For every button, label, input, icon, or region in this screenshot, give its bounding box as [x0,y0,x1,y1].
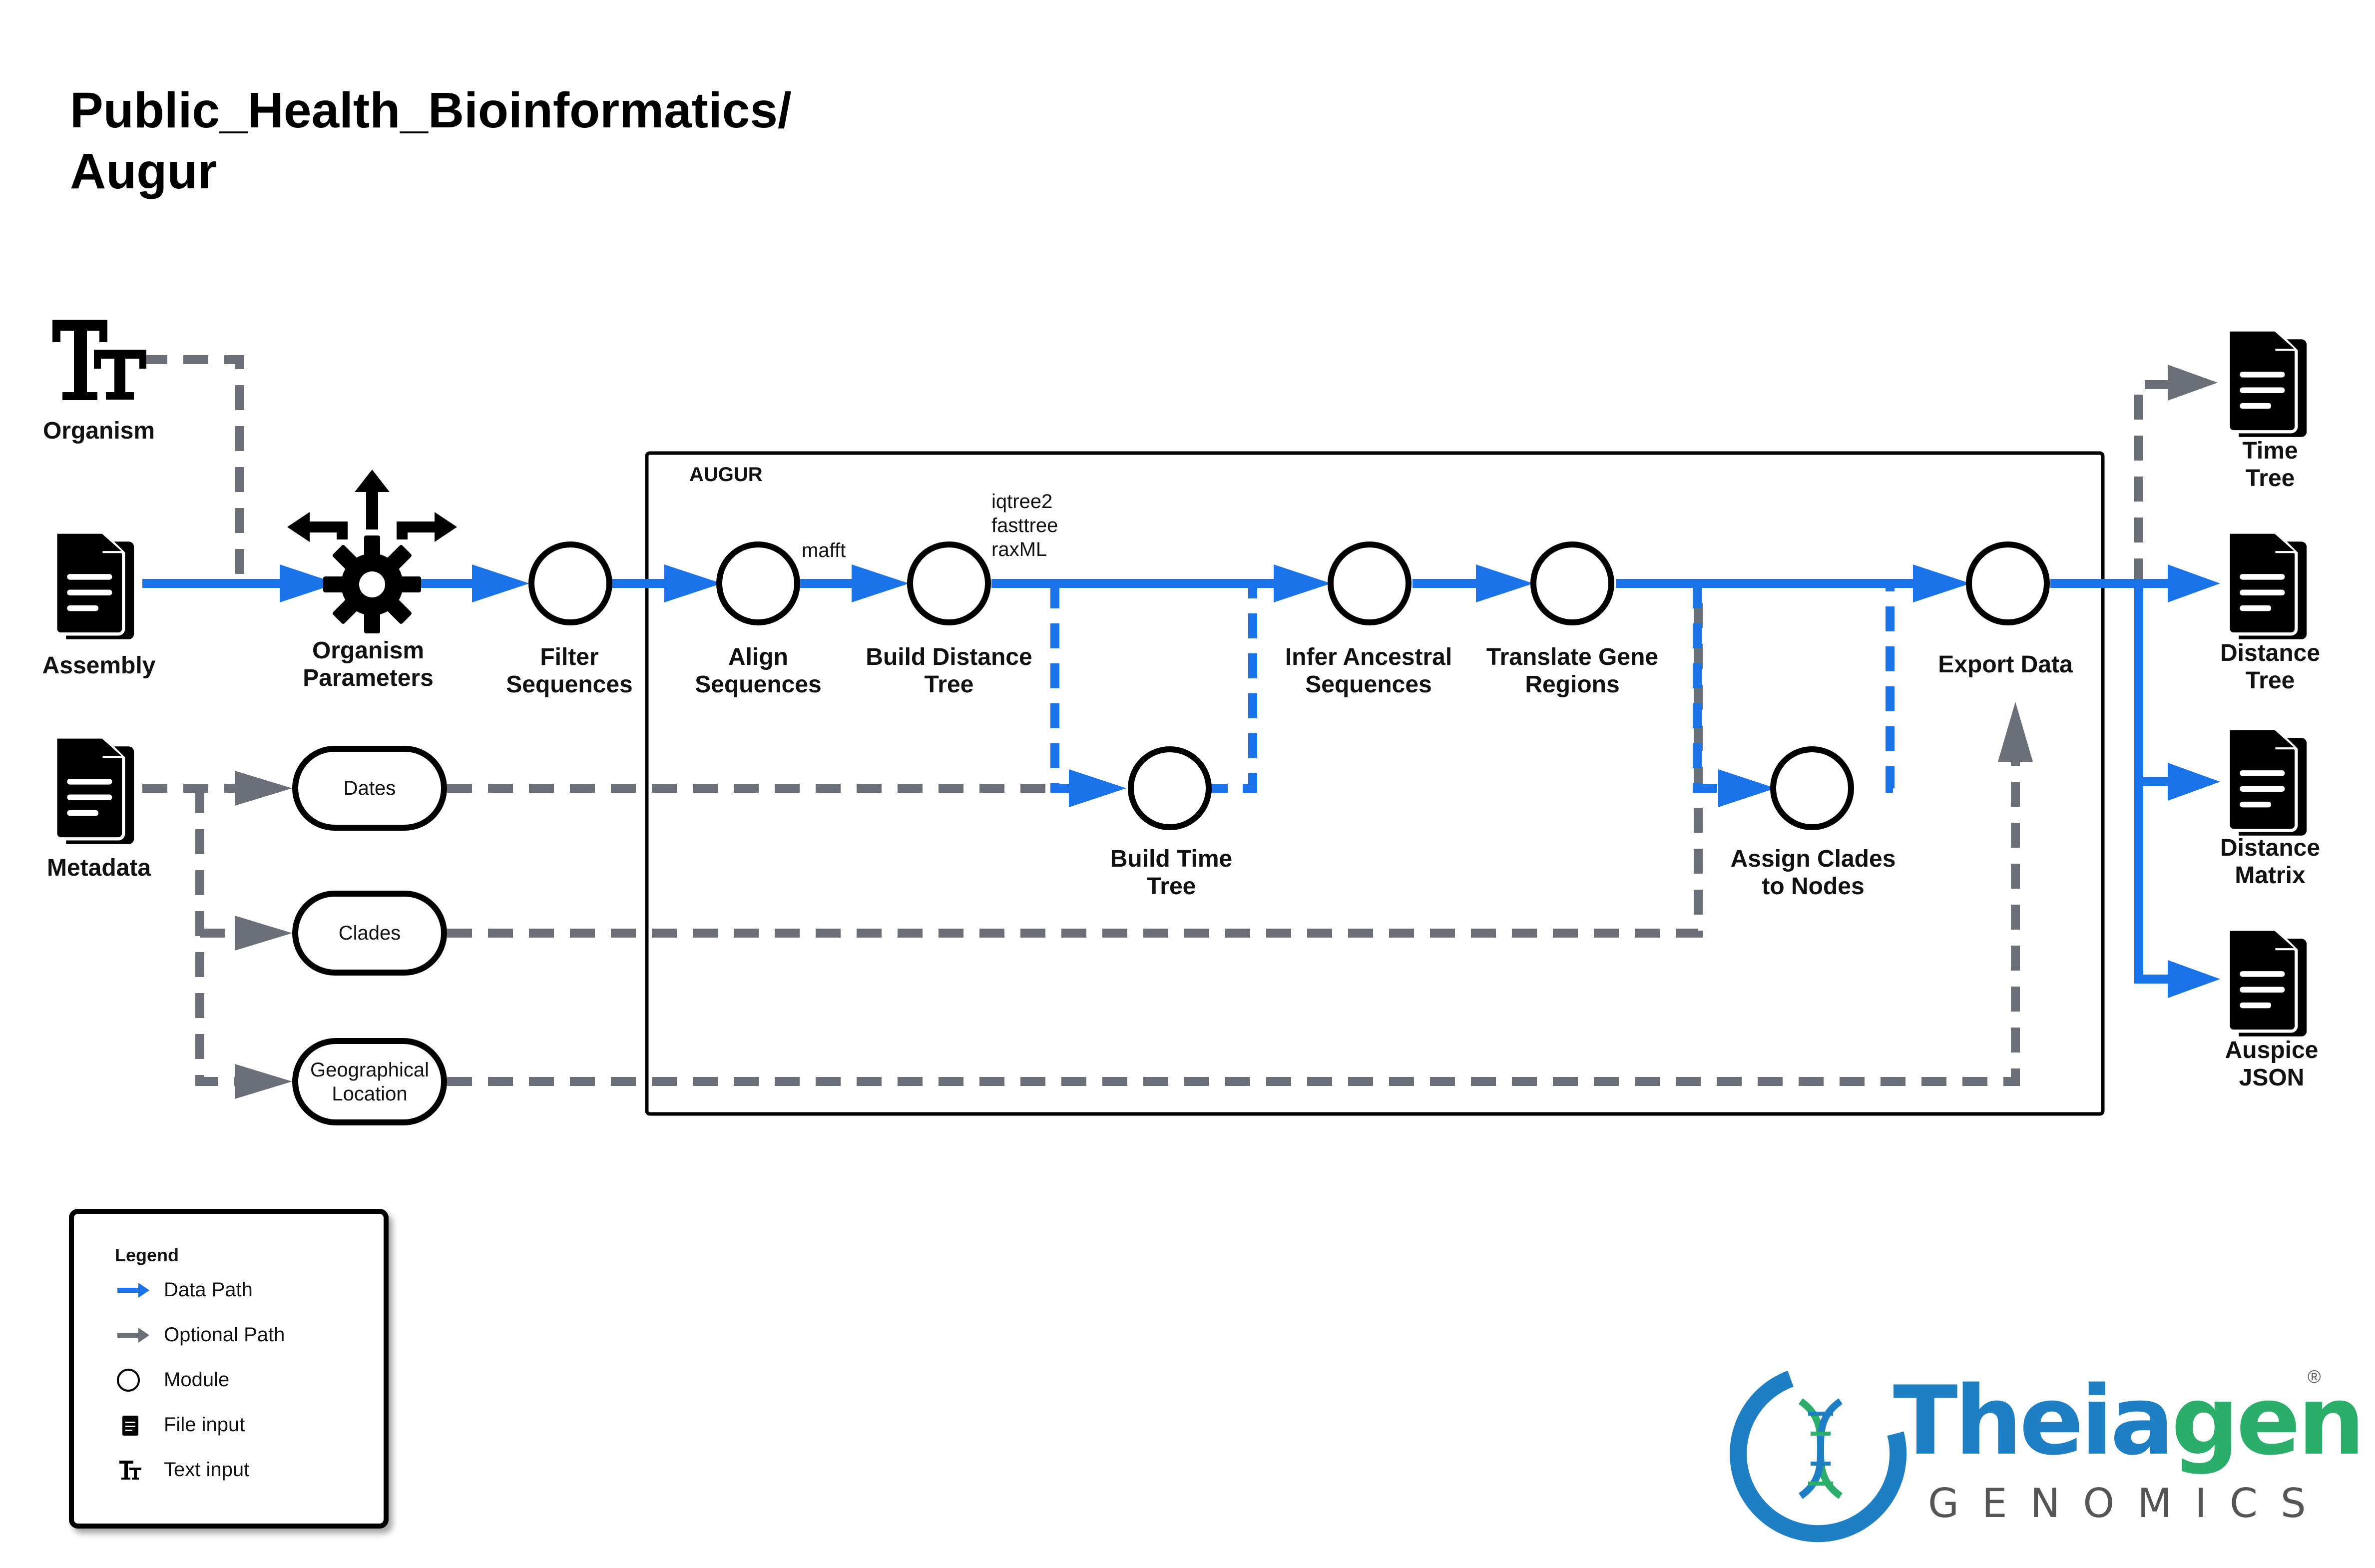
infer-ancestral-label: Infer Ancestral Sequences [1285,644,1452,698]
legend-title: Legend [115,1245,179,1265]
build-time-module[interactable] [1128,746,1212,830]
distance-tree-output-label: Distance Tree [2220,640,2321,694]
theiagen-logo: Theiagen GENOMICS ® [1743,1364,2365,1534]
filter-module[interactable] [528,541,612,625]
augur-box-title: AUGUR [689,464,763,486]
export-to-time-tree-output-path [2134,380,2168,583]
legend-module: Module [74,1364,374,1399]
clades-field[interactable]: Clades [292,891,447,976]
logo-wordmark: Theiagen [1893,1374,2365,1469]
legend-file-input: File input [74,1409,374,1444]
legend-file-input-label: File input [164,1414,245,1436]
legend-data-path-label: Data Path [164,1279,253,1301]
distance-to-time-tree-path [1050,583,1074,793]
translate-label: Translate Gene Regions [1486,644,1659,698]
document-icon [122,1416,138,1436]
optional-arrowheads [235,365,2218,1099]
legend-module-label: Module [164,1369,230,1391]
modules [528,541,2050,830]
metadata-branch-path [195,788,235,1086]
build-distance-label: Build Distance Tree [866,644,1032,698]
blue-arrow-icon [117,1283,149,1298]
circle-icon [117,1369,140,1392]
distance-matrix-document-icon [2228,728,2307,835]
auspice-json-document-icon [2228,929,2307,1036]
data-arrowheads [280,564,2220,998]
logo-subtitle: GENOMICS [1928,1480,2329,1527]
infer-ancestral-module[interactable] [1328,541,1412,625]
distance-matrix-output-label: Distance Matrix [2220,835,2321,889]
page-title: Public_Health_Bioinformatics/ Augur [70,80,792,202]
dna-helix-icon [1730,1371,1907,1543]
augur-container [645,451,2105,1116]
tree-tools-note: iqtree2 fasttree raxML [991,491,1058,560]
registered-mark: ® [2308,1366,2321,1387]
translate-module[interactable] [1530,541,1614,625]
title-line-1: Public_Health_Bioinformatics/ [70,82,792,138]
metadata-document-icon [55,737,134,844]
assembly-document-icon [55,532,134,639]
gear-arrows-icon [287,470,457,633]
metadata-label: Metadata [46,855,151,881]
align-label: Align Sequences [695,644,822,698]
optional-paths [142,355,2168,1086]
legend-optional-path-label: Optional Path [164,1324,285,1346]
outputs-trunk-path [2134,583,2168,984]
time-tree-output-label: Time Tree [2242,438,2298,492]
geo-location-field[interactable]: Geographical Location [292,1038,447,1125]
data-paths [142,579,2168,984]
distance-tree-document-icon [2228,532,2307,639]
dates-field[interactable]: Dates [292,746,447,831]
assign-clades-label: Assign Clades to Nodes [1730,846,1896,900]
legend-text-input-label: Text input [164,1459,250,1481]
build-distance-module[interactable] [907,541,991,625]
organism-label: Organism [42,418,155,444]
assign-to-export-path [1886,583,1895,793]
legend-optional-path: Optional Path [74,1319,374,1354]
legend-data-path: Data Path [74,1274,374,1309]
geo-to-export-path [447,762,2020,1086]
legend-text-input: Text input [74,1454,374,1489]
optional-data-paths [1050,583,1895,793]
translate-to-assign-path [1693,583,1723,793]
auspice-json-output-label: Auspice JSON [2225,1037,2319,1091]
time-tree-document-icon [2228,330,2307,437]
align-module[interactable] [716,541,800,625]
logo-name-accent: gen [2171,1366,2365,1476]
export-label: Export Data [1938,651,2073,678]
text-type-icon [52,320,146,400]
mafft-note: mafft [802,539,846,561]
build-time-label: Build Time Tree [1110,846,1233,900]
filter-label: Filter Sequences [506,644,633,698]
logo-name: Theiagen [1893,1366,2365,1476]
organism-parameters-label: Organism Parameters [303,637,434,692]
text-type-icon [119,1461,141,1480]
export-module[interactable] [1966,541,2050,625]
assign-clades-module[interactable] [1770,746,1854,830]
grey-arrow-icon [117,1328,149,1343]
legend: Legend Data Path Optional Path Module [69,1209,389,1529]
assembly-label: Assembly [42,652,156,679]
organism-to-parameters-path [142,355,244,584]
title-line-2: Augur [70,143,217,199]
time-tree-to-infer-path [1203,583,1257,793]
